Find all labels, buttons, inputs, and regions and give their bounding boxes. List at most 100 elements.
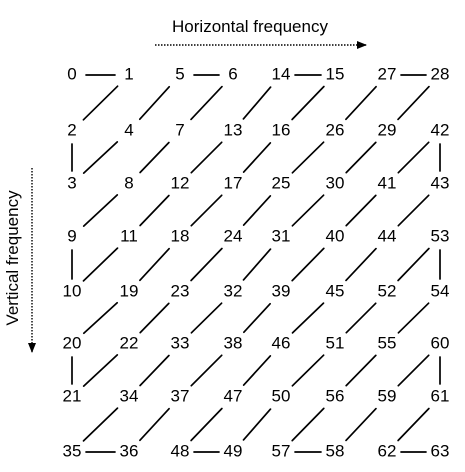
zigzag-connector-44 [345, 247, 377, 282]
zigzag-connector-45 [291, 302, 325, 334]
zigzag-index-4-0: 10 [63, 281, 82, 300]
zigzag-index-4-1: 19 [120, 281, 139, 300]
zigzag-index-1-2: 7 [175, 120, 184, 139]
zigzag-index-0-5: 15 [326, 64, 345, 83]
zigzag-index-0-3: 6 [228, 64, 237, 83]
zigzag-connector-26 [345, 85, 377, 121]
zigzag-connector-32 [190, 302, 223, 334]
zigzag-index-6-0: 21 [63, 386, 82, 405]
zigzag-connector-33 [139, 354, 170, 387]
zigzag-index-4-6: 52 [378, 281, 397, 300]
zigzag-index-4-4: 39 [272, 281, 291, 300]
zigzag-connector-47 [190, 407, 223, 442]
zigzag-index-3-4: 31 [272, 226, 291, 245]
zigzag-connector-11 [139, 194, 170, 227]
zigzag-index-6-5: 56 [326, 386, 345, 405]
zigzag-index-3-5: 40 [326, 226, 345, 245]
zigzag-connector-56 [291, 407, 325, 442]
zigzag-connector-34 [82, 407, 119, 442]
zigzag-index-3-0: 9 [67, 226, 76, 245]
zigzag-index-1-6: 29 [378, 120, 397, 139]
zigzag-index-0-6: 27 [378, 64, 397, 83]
zigzag-connector-40 [345, 194, 377, 227]
zigzag-index-5-5: 51 [326, 333, 345, 352]
zigzag-connector-6 [190, 85, 223, 121]
zigzag-connector-10 [82, 247, 119, 282]
zigzag-index-4-2: 23 [171, 281, 190, 300]
zigzag-connector-25 [291, 141, 325, 174]
zigzag-connector-59 [397, 354, 430, 387]
zigzag-index-1-3: 13 [224, 120, 243, 139]
zigzag-index-7-1: 36 [120, 441, 139, 460]
zigzag-index-6-7: 61 [431, 386, 450, 405]
zigzag-index-2-0: 3 [67, 173, 76, 192]
zigzag-connector-52 [397, 247, 430, 282]
zigzag-connector-46 [242, 355, 272, 386]
zigzag-connector-1 [82, 85, 119, 121]
vertical-frequency-label: Vertical frequency [3, 190, 22, 326]
zigzag-index-6-6: 59 [378, 386, 397, 405]
zigzag-connector-12 [190, 141, 223, 174]
zigzag-index-3-3: 24 [224, 226, 243, 245]
zigzag-connector-13 [242, 86, 272, 120]
zigzag-index-7-6: 62 [378, 441, 397, 460]
zigzag-connector-50 [291, 354, 325, 387]
zigzag-connector-15 [291, 85, 325, 121]
zigzag-index-2-2: 12 [171, 173, 190, 192]
zigzag-connector-23 [190, 247, 223, 282]
zigzag-index-2-5: 30 [326, 173, 345, 192]
zigzag-index-2-4: 25 [272, 173, 291, 192]
zigzag-index-6-4: 50 [272, 386, 291, 405]
zigzag-index-6-2: 37 [171, 386, 190, 405]
zigzag-index-0-0: 0 [67, 64, 76, 83]
zigzag-index-3-6: 44 [378, 226, 397, 245]
zigzag-index-6-1: 34 [120, 386, 139, 405]
zigzag-connector-51 [345, 302, 377, 334]
zigzag-index-5-4: 46 [272, 333, 291, 352]
zigzag-index-5-6: 55 [378, 333, 397, 352]
zigzag-connector-16 [242, 142, 272, 173]
zigzag-index-5-2: 33 [171, 333, 190, 352]
zigzag-index-1-0: 2 [67, 120, 76, 139]
zigzag-connector-43 [397, 194, 430, 227]
zigzag-index-3-2: 18 [171, 226, 190, 245]
zigzag-connector-4 [138, 85, 171, 121]
zigzag-connector-24 [242, 195, 272, 226]
zigzag-index-0-2: 5 [175, 64, 184, 83]
zigzag-connector-39 [291, 247, 325, 282]
zigzag-index-2-7: 43 [431, 173, 450, 192]
zigzag-connector-49 [242, 408, 272, 441]
zigzag-index-7-7: 63 [431, 441, 450, 460]
zigzag-index-4-5: 45 [326, 281, 345, 300]
zigzag-index-4-7: 54 [431, 281, 450, 300]
zigzag-index-7-2: 48 [171, 441, 190, 460]
zigzag-connector-3 [82, 141, 119, 174]
zigzag-index-1-1: 4 [124, 120, 133, 139]
zigzag-index-2-6: 41 [378, 173, 397, 192]
zigzag-index-5-1: 22 [120, 333, 139, 352]
zigzag-connector-55 [345, 354, 377, 387]
zigzag-index-5-0: 20 [63, 333, 82, 352]
zigzag-connector-28 [397, 85, 430, 121]
zigzag-index-5-3: 38 [224, 333, 243, 352]
zigzag-connector-21 [82, 354, 119, 387]
zigzag-index-4-3: 32 [224, 281, 243, 300]
zigzag-connector-31 [242, 248, 272, 281]
zigzag-index-7-0: 35 [63, 441, 82, 460]
horizontal-frequency-label: Horizontal frequency [172, 17, 328, 36]
zigzag-index-1-4: 16 [272, 120, 291, 139]
zigzag-connector-22 [139, 302, 170, 334]
zigzag-index-3-7: 53 [431, 226, 450, 245]
zigzag-index-1-5: 26 [326, 120, 345, 139]
zigzag-connector-58 [345, 407, 377, 442]
zigzag-connectors [71, 74, 441, 453]
zigzag-index-7-3: 49 [224, 441, 243, 460]
zigzag-connector-38 [243, 302, 271, 334]
zigzag-index-3-1: 11 [120, 226, 138, 245]
zigzag-index-2-1: 8 [124, 173, 133, 192]
zigzag-index-5-7: 60 [431, 333, 450, 352]
zigzag-connector-54 [397, 302, 430, 334]
